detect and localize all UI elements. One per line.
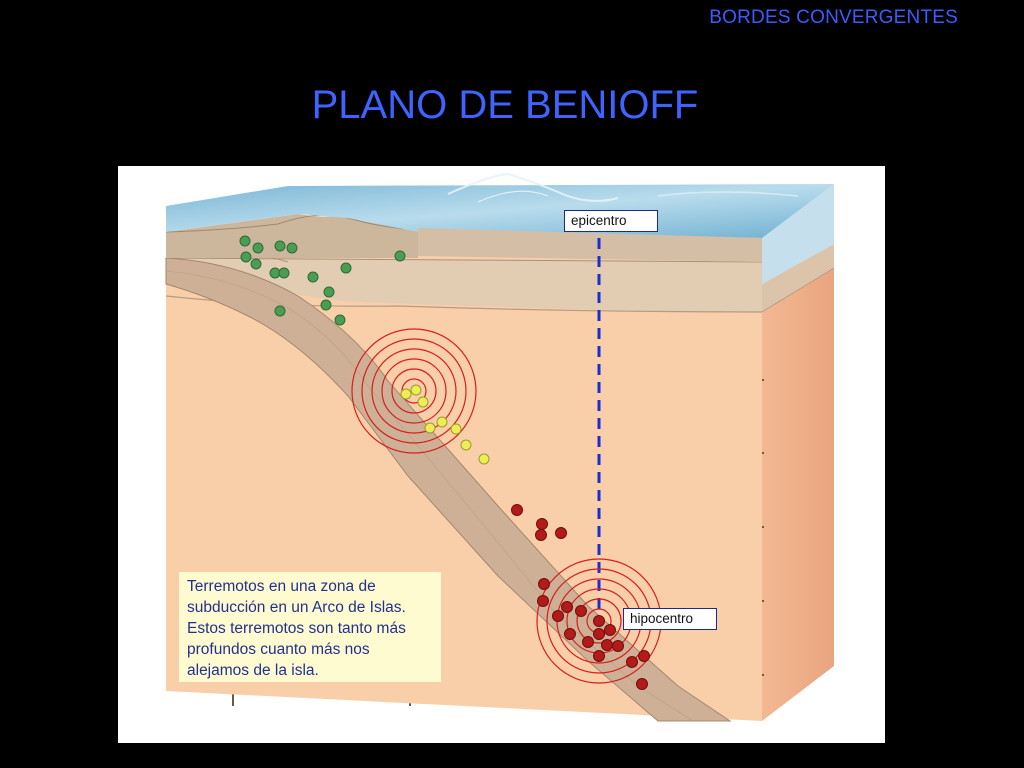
earthquake-shallow (274, 240, 286, 252)
earthquake-shallow (278, 267, 290, 279)
earthquake-shallow (239, 235, 251, 247)
benioff-diagram: epicentro hipocentro Terremotos en una z… (118, 166, 885, 743)
earthquake-deep (593, 650, 605, 662)
earthquake-deep (536, 518, 548, 530)
earthquake-deep (552, 610, 564, 622)
earthquake-deep (535, 529, 547, 541)
earthquake-shallow (250, 258, 262, 270)
earthquake-deep (604, 624, 616, 636)
block-side-face (762, 268, 834, 721)
slide-title: PLANO DE BENIOFF (311, 83, 699, 127)
earthquake-shallow (274, 305, 286, 317)
earthquake-shallow (320, 299, 332, 311)
shallow-earthquakes (239, 235, 406, 326)
earthquake-shallow (394, 250, 406, 262)
intermediate-wave-rings (351, 328, 477, 454)
earthquake-deep (538, 578, 550, 590)
earthquake-intermediate (400, 388, 412, 400)
ocean-water (418, 228, 762, 262)
hypocenter-label: hipocentro (623, 608, 717, 630)
earthquake-deep (612, 640, 624, 652)
earthquake-deep (601, 639, 613, 651)
side-crust-layer (762, 244, 834, 312)
earthquake-deep (537, 595, 549, 607)
earthquake-intermediate (410, 384, 422, 396)
earthquake-deep (564, 628, 576, 640)
upper-plate-crust (166, 258, 762, 313)
earthquake-shallow (252, 242, 264, 254)
earthquake-deep (593, 615, 605, 627)
ocean-surface (166, 184, 834, 238)
earthquake-intermediate (417, 396, 429, 408)
earthquake-deep (593, 628, 605, 640)
earthquake-deep (636, 678, 648, 690)
earthquake-deep (555, 527, 567, 539)
earthquake-deep (582, 636, 594, 648)
subducting-slab (165, 257, 732, 722)
earthquake-deep (638, 650, 650, 662)
section-label: BORDES CONVERGENTES (709, 7, 958, 28)
earthquake-deep (575, 605, 587, 617)
earthquake-shallow (240, 251, 252, 263)
earthquake-deep (626, 656, 638, 668)
diagram-caption: Terremotos en una zona de subducción en … (179, 572, 441, 682)
earthquake-deep (561, 601, 573, 613)
earthquake-shallow (340, 262, 352, 274)
earthquake-shallow (286, 242, 298, 254)
earthquake-shallow (307, 271, 319, 283)
epicenter-label: epicentro (564, 210, 658, 232)
island-arc (166, 214, 418, 258)
earthquake-intermediate (478, 453, 490, 465)
earthquake-intermediate (436, 416, 448, 428)
earthquake-shallow (323, 286, 335, 298)
deep-earthquakes (511, 504, 650, 690)
intermediate-earthquakes (400, 384, 490, 465)
earthquake-intermediate (450, 423, 462, 435)
earthquake-deep (511, 504, 523, 516)
earthquake-intermediate (424, 422, 436, 434)
earthquake-intermediate (460, 439, 472, 451)
earthquake-shallow (334, 314, 346, 326)
